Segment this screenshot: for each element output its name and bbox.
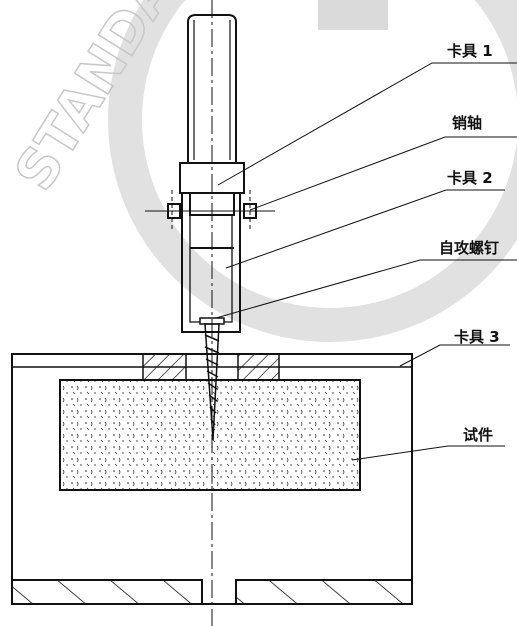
leader-fixture-3 — [399, 344, 510, 367]
fixture-1-body — [187, 14, 237, 164]
specimen-body — [59, 379, 361, 491]
label-fixture-3: 卡具 3 — [454, 328, 500, 346]
leader-fixture-2 — [225, 189, 505, 269]
label-specimen: 试件 — [463, 426, 493, 444]
watermark-ring — [108, 0, 517, 342]
watermark: STANDARDS — [2, 0, 517, 342]
label-pin: 销轴 — [452, 114, 482, 132]
leader-specimen — [351, 445, 505, 461]
fixture-2-bracket — [181, 193, 241, 333]
fixture-3-hatch-right — [238, 354, 279, 380]
leader-lines — [215, 62, 517, 461]
fixture-3 — [11, 353, 413, 605]
label-screw: 自攻螺钉 — [439, 239, 499, 257]
leader-screw — [215, 259, 517, 319]
fixture-1 — [187, 14, 237, 164]
label-fixture-1: 卡具 1 — [447, 42, 493, 60]
fixture-3-hatch-left — [143, 354, 186, 380]
base-plate-right — [235, 579, 413, 605]
callout-labels: 卡具 1 销轴 卡具 2 自攻螺钉 卡具 3 试件 — [439, 42, 500, 444]
leader-fixture-1 — [217, 62, 517, 186]
base-plate-left — [11, 579, 203, 605]
specimen-block — [59, 379, 361, 491]
label-fixture-2: 卡具 2 — [447, 169, 493, 187]
leader-pin — [249, 136, 517, 211]
watermark-block — [318, 0, 388, 30]
pin-axle — [145, 203, 275, 219]
